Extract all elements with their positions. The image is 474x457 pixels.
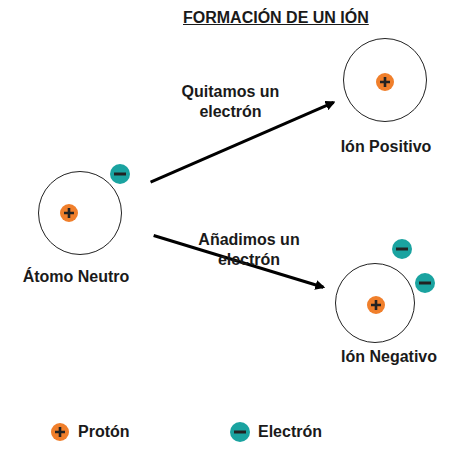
legend-proton-symbol: [51, 423, 69, 441]
proton-symbol: [367, 296, 385, 314]
proton-symbol: [376, 73, 394, 91]
arrow-label: Añadimos un electrón: [183, 230, 315, 270]
atom-label: Átomo Neutro: [23, 267, 130, 287]
electron-symbol: [415, 273, 435, 293]
legend-text: Electrón: [258, 422, 322, 442]
atom-label: Ión Positivo: [341, 137, 432, 157]
electron-symbol: [110, 164, 130, 184]
atom-circle: Átomo Neutro: [38, 171, 122, 255]
electron-symbol: [392, 239, 412, 259]
diagram-title: FORMACIÓN DE UN IÓN: [183, 8, 369, 28]
proton-symbol: [60, 204, 78, 222]
atom-circle: Ión Positivo: [343, 38, 427, 122]
arrow-label: Quitamos un electrón: [163, 82, 298, 122]
legend-electron-symbol: [230, 422, 250, 442]
atom-label: Ión Negativo: [341, 347, 437, 367]
legend-text: Protón: [78, 422, 130, 442]
atom-circle: Ión Negativo: [335, 263, 415, 343]
